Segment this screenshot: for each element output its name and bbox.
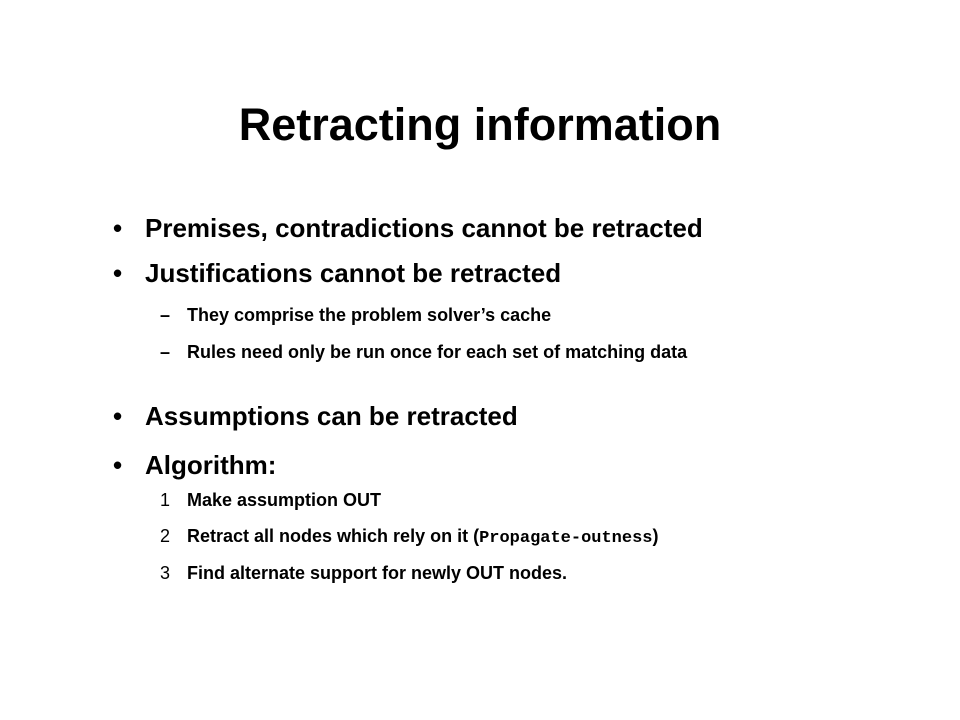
bullet-text: Algorithm: [145, 450, 277, 480]
bullet-mark: • [113, 213, 123, 243]
bullet-text: Justifications cannot be retracted [145, 258, 562, 288]
sub-bullet-text: They comprise the problem solver’s cache [187, 305, 552, 325]
step-number: 2 [160, 526, 171, 546]
step-text: Find alternate support for newly OUT nod… [187, 563, 568, 583]
bullet-mark: • [113, 258, 123, 288]
function-name: Propagate-outness [479, 529, 653, 548]
bullet-mark: • [113, 450, 123, 480]
dash-mark: – [160, 305, 171, 325]
step-text: Make assumption OUT [187, 490, 382, 510]
bullet-text: Assumptions can be retracted [145, 401, 518, 431]
dash-mark: – [160, 342, 171, 362]
step-number: 1 [160, 490, 171, 510]
step-text-before: Retract all nodes which rely on it ( [187, 526, 480, 546]
step-number: 3 [160, 563, 171, 583]
step-text-after: ) [652, 526, 659, 546]
slide-title: Retracting information [238, 99, 722, 150]
bullet-mark: • [113, 401, 123, 431]
step-text: Retract all nodes which rely on it (Prop… [187, 524, 659, 551]
sub-bullet-text: Rules need only be run once for each set… [187, 342, 688, 362]
bullet-text: Premises, contradictions cannot be retra… [145, 213, 703, 243]
